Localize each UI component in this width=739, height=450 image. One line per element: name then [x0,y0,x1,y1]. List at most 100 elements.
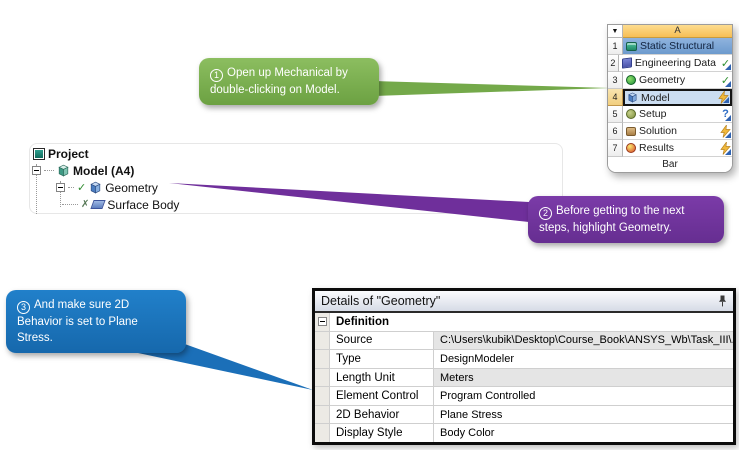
table-caption: Bar [608,157,732,172]
tree-connector [62,204,78,205]
setup-icon [626,109,636,119]
details-title: Details of "Geometry" [321,294,441,308]
lightning-status-icon [720,124,731,138]
row-solution[interactable]: 6 Solution [608,123,732,140]
collapse-expander-icon[interactable] [32,166,41,175]
row-value[interactable]: Program Controlled [440,390,536,403]
details-title-bar: Details of "Geometry" [315,291,733,313]
row-results[interactable]: 7 Results [608,140,732,157]
context-triangle-icon [725,115,731,121]
tree-item-project[interactable]: Project [33,146,89,161]
collapse-expander-icon[interactable] [317,317,327,327]
engineering-data-icon [621,57,632,69]
callout1-arrow [374,81,610,96]
question-status-icon: ? [722,108,729,120]
row-number: 2 [608,55,619,72]
row-value: C:\Users\kubik\Desktop\Course_Book\ANSYS… [434,331,733,350]
row-number: 3 [608,72,623,89]
row-geometry[interactable]: 3 Geometry ✓ [608,72,732,89]
row-value: Meters [434,368,733,387]
tree-label: Project [48,146,89,161]
row-number: 6 [608,123,623,140]
row-number: 4 [608,89,623,106]
details-row-type[interactable]: Type DesignModeler [315,350,733,369]
solution-icon [626,126,636,136]
row-label: Source [330,331,434,350]
surface-body-icon [90,200,107,209]
details-row-2d-behavior[interactable]: 2D Behavior Plane Stress [315,405,733,425]
context-triangle-icon [723,97,729,103]
row-number: 1 [608,38,623,55]
tree-label: Surface Body [107,197,180,212]
table-header: ▼ A [608,25,732,38]
collapse-expander-icon[interactable] [56,183,65,192]
cell-label: Solution [639,125,677,137]
model-cube-icon [628,92,637,103]
context-triangle-icon [725,149,731,155]
row-engineering-data[interactable]: 2 Engineering Data ✓ [608,55,732,72]
details-section-row[interactable]: Definition [315,313,733,332]
cell-label: Model [641,91,670,104]
row-label: 2D Behavior [330,405,434,424]
check-icon: ✓ [77,182,87,194]
cell-label: Results [639,142,675,154]
row-static-structural[interactable]: 1 Static Structural [608,38,732,55]
tree-label: Model (A4) [73,163,135,178]
details-panel: Details of "Geometry" Definition Source … [312,288,736,445]
row-label: Element Control [330,387,434,405]
row-label: Type [330,350,434,368]
context-triangle-icon [725,132,731,138]
tree-connector [44,170,54,171]
static-structural-icon [626,41,637,51]
tree-connector [68,187,74,188]
step1-number-badge: 1 [210,68,223,82]
tree-connector [36,164,37,214]
tree-label: Geometry [105,180,158,195]
tree-item-surface-body[interactable]: ✗ Surface Body [62,197,179,212]
geometry-icon [626,75,636,85]
row-model[interactable]: 4 Model [608,89,732,106]
details-row-length-unit[interactable]: Length Unit Meters [315,368,733,388]
row-value[interactable]: Plane Stress [440,408,503,421]
caret-down-icon: ▼ [611,27,619,35]
details-row-display-style[interactable]: Display Style Body Color [315,424,733,443]
callout2-arrow [169,183,529,222]
column-a-header[interactable]: A [623,25,732,38]
context-triangle-icon [725,64,731,70]
lightning-status-icon [720,141,731,155]
model-tree-icon [58,164,69,177]
row-value: DesignModeler [440,352,514,365]
check-status-icon: ✓ [720,57,731,70]
cell-label: Engineering Data [634,57,716,69]
table-corner-cell[interactable]: ▼ [608,25,623,38]
tree-connector [60,181,61,207]
section-header: Definition [336,315,390,328]
row-value[interactable]: Body Color [440,427,495,440]
row-number: 7 [608,140,623,157]
row-setup[interactable]: 5 Setup ? [608,106,732,123]
check-status-icon: ✓ [720,74,731,87]
cell-label: Static Structural [640,40,715,52]
row-number: 5 [608,106,623,123]
pin-icon[interactable] [718,295,727,307]
row-label: Display Style [330,424,434,443]
step3-number-badge: 3 [17,300,30,314]
tree-item-geometry[interactable]: ✓ Geometry [56,180,158,195]
project-icon [33,147,45,160]
geometry-tree-icon [90,181,101,194]
step3-text: And make sure 2D Behavior is set to Plan… [17,299,138,344]
tree-item-model[interactable]: Model (A4) [32,163,134,178]
details-row-element-control[interactable]: Element Control Program Controlled [315,387,733,406]
context-triangle-icon [725,81,731,87]
project-schematic-table: ▼ A 1 Static Structural 2 Engineering Da… [607,24,733,173]
details-row-source[interactable]: Source C:\Users\kubik\Desktop\Course_Boo… [315,331,733,351]
step2-number-badge: 2 [539,206,552,220]
cell-label: Geometry [639,74,686,86]
cell-label: Setup [639,108,667,120]
x-status-icon: ✗ [81,199,90,210]
results-icon [626,143,636,153]
step1-text: Open up Mechanical by double-clicking on… [210,67,348,96]
